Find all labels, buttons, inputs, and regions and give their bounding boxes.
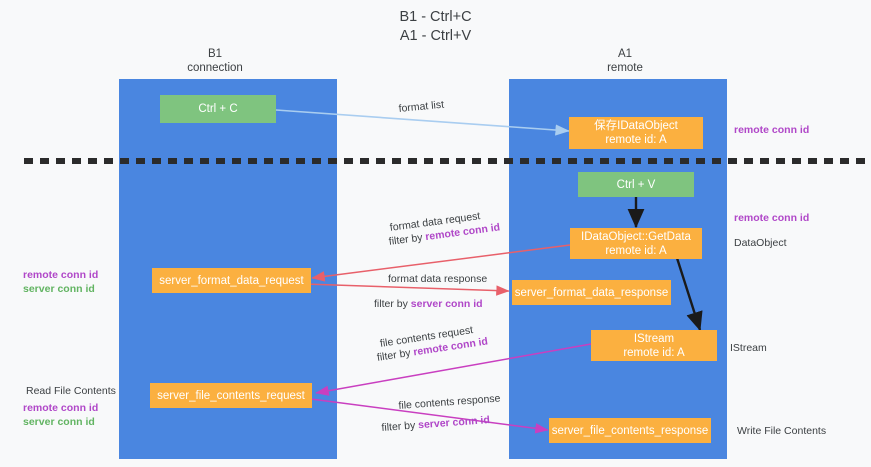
- node-save-idataobject-line1: 保存IDataObject: [594, 120, 678, 132]
- annotation-read-file-contents: Read File Contents: [26, 384, 116, 398]
- node-istream-line2: remote id: A: [623, 346, 685, 359]
- title-line-2: A1 - Ctrl+V: [399, 28, 472, 44]
- edge-label-format-list-text: format list: [398, 98, 445, 115]
- edge-label-file-contents-response-filter: filter by server conn id: [381, 413, 490, 435]
- node-ctrl-c[interactable]: Ctrl + C: [160, 95, 276, 123]
- edge-label-format-list: format list: [398, 98, 445, 116]
- annotation-left-bottom-server: server conn id: [23, 416, 95, 428]
- column-header-a1-name: A1: [617, 48, 633, 60]
- edge-label-file-contents-request-filter-prefix: filter by: [376, 346, 415, 364]
- annotation-right-istream: IStream: [730, 341, 767, 355]
- node-server-format-data-response-label: server_format_data_response: [514, 286, 669, 299]
- node-idataobject-getdata-line2: remote id: A: [605, 244, 667, 257]
- node-server-file-contents-response-label: server_file_contents_response: [551, 424, 709, 437]
- node-server-format-data-response[interactable]: server_format_data_response: [512, 280, 671, 305]
- column-header-a1: A1 remote: [565, 47, 685, 75]
- annotation-right-top-remote-text: remote conn id: [734, 124, 810, 136]
- diagram-title: B1 - Ctrl+C A1 - Ctrl+V: [0, 8, 871, 46]
- edge-label-file-contents-response-filter-key: server conn id: [417, 414, 491, 432]
- column-header-b1-name: B1: [207, 48, 223, 60]
- column-header-a1-sub: remote: [607, 62, 643, 74]
- annotation-right-write-file-contents-text: Write File Contents: [737, 425, 827, 437]
- node-server-file-contents-response[interactable]: server_file_contents_response: [549, 418, 711, 443]
- annotation-left-bottom-remote: remote conn id: [23, 402, 99, 414]
- node-server-file-contents-request-label: server_file_contents_request: [157, 389, 305, 402]
- edge-label-file-contents-response-text: file contents response: [398, 392, 501, 412]
- annotation-right-dataobject-text: DataObject: [734, 237, 787, 249]
- title-line-1: B1 - Ctrl+C: [399, 9, 472, 25]
- edge-label-format-data-request-filter-prefix: filter by: [388, 231, 427, 248]
- edge-label-format-data-response-text: format data response: [388, 273, 488, 285]
- node-idataobject-getdata-line1: IDataObject::GetData: [581, 230, 691, 243]
- node-istream-line1: IStream: [633, 332, 675, 345]
- annotation-left-mid-server: server conn id: [23, 283, 95, 295]
- annotation-right-top-remote: remote conn id: [734, 123, 809, 137]
- edge-label-format-data-response: format data response: [388, 272, 487, 286]
- edge-label-file-contents-response-filter-prefix: filter by: [381, 419, 419, 434]
- node-ctrl-c-label: Ctrl + C: [198, 103, 238, 115]
- node-ctrl-v[interactable]: Ctrl + V: [578, 172, 694, 197]
- annotation-right-mid-remote: remote conn id: [734, 211, 809, 225]
- annotation-left-mid-remote: remote conn id: [23, 269, 99, 281]
- node-ctrl-v-label: Ctrl + V: [616, 178, 656, 191]
- edge-label-file-contents-response: file contents response: [398, 392, 501, 413]
- edge-label-format-data-response-filter-key: server conn id: [410, 298, 483, 310]
- annotation-right-dataobject: DataObject: [734, 236, 787, 250]
- column-header-b1-sub: connection: [187, 62, 243, 74]
- column-header-b1: B1 connection: [155, 47, 275, 75]
- node-server-format-data-request[interactable]: server_format_data_request: [152, 268, 311, 293]
- node-server-file-contents-request[interactable]: server_file_contents_request: [150, 383, 312, 408]
- edge-label-format-data-response-filter: filter by server conn id: [374, 297, 483, 311]
- annotation-left-mid: remote conn id server conn id: [23, 268, 98, 296]
- annotation-right-write-file-contents: Write File Contents: [737, 424, 826, 438]
- node-save-idataobject-line2: remote id: A: [605, 134, 667, 146]
- edge-label-format-data-response-filter-prefix: filter by: [374, 298, 411, 310]
- annotation-read-file-contents-text: Read File Contents: [26, 385, 116, 397]
- node-save-idataobject[interactable]: 保存IDataObject remote id: A: [569, 117, 703, 149]
- annotation-right-mid-remote-text: remote conn id: [734, 212, 810, 224]
- annotation-right-istream-text: IStream: [730, 342, 767, 354]
- node-istream[interactable]: IStream remote id: A: [591, 330, 717, 361]
- annotation-left-bottom: remote conn id server conn id: [23, 401, 98, 429]
- node-server-format-data-request-label: server_format_data_request: [159, 274, 304, 287]
- node-idataobject-getdata[interactable]: IDataObject::GetData remote id: A: [570, 228, 702, 259]
